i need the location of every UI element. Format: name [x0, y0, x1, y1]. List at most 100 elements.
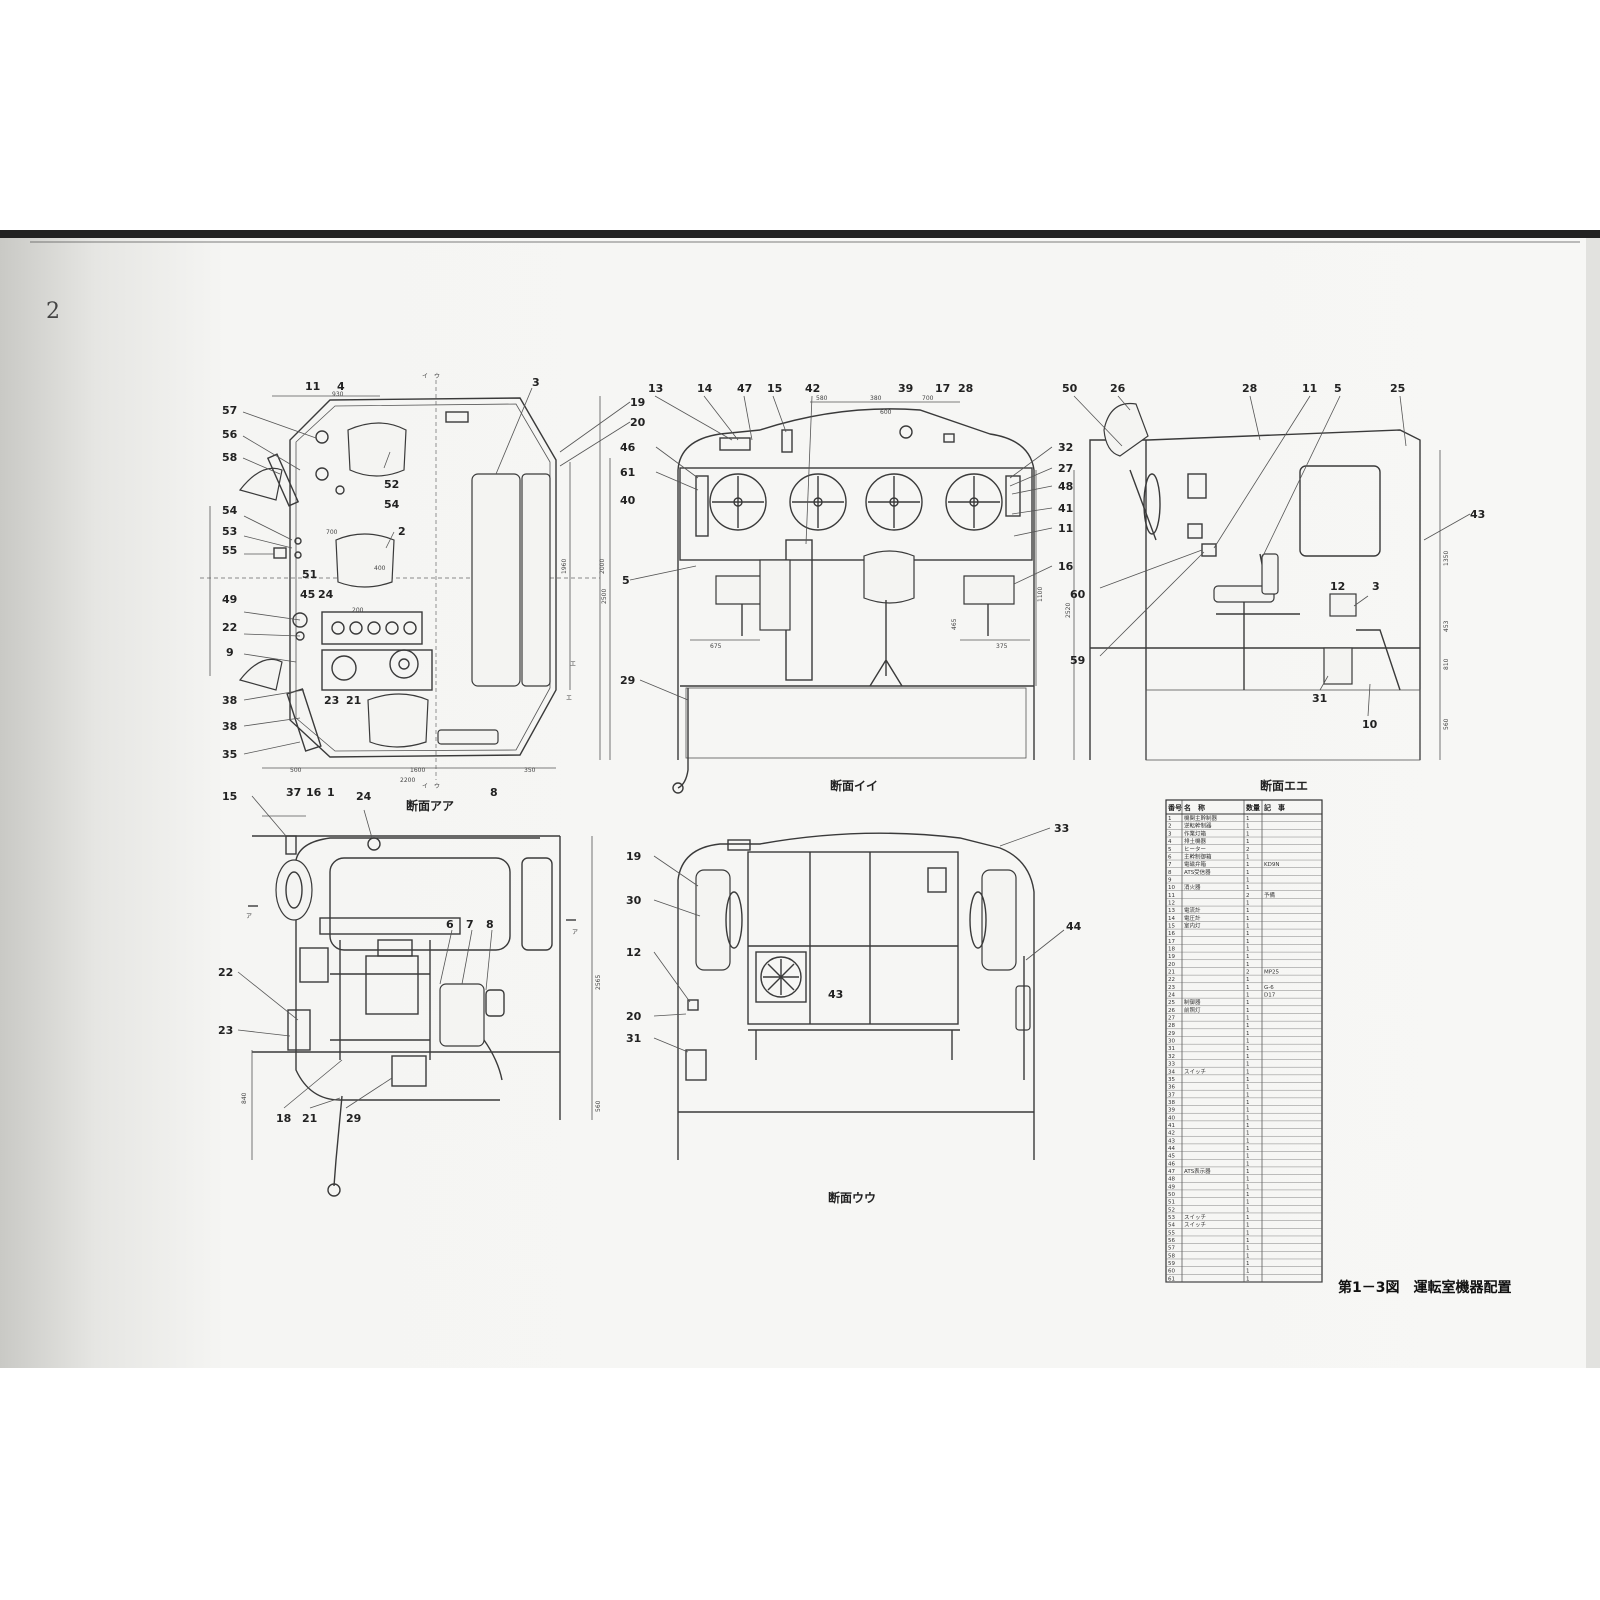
parts-table-cell: 1 [1246, 1184, 1250, 1190]
side-num-22: 22 [218, 966, 233, 979]
parts-table-cell: 2 [1246, 847, 1250, 853]
ii-window-wheel-4 [945, 473, 1003, 531]
section-aa-view: 11 4 3 19 20 57 56 58 52 54 54 53 55 2 5… [200, 372, 646, 813]
uu-num-19: 19 [626, 850, 641, 863]
cut-a-right: ア [572, 929, 578, 936]
parts-table-cell: 1 [1246, 1215, 1250, 1221]
parts-table-cell: ATS表示器 [1184, 1167, 1211, 1175]
ii-dim-580: 580 [816, 395, 828, 402]
side-num-6: 6 [446, 918, 454, 931]
parts-table-cell: 54 [1168, 1223, 1175, 1229]
side-num-24: 24 [356, 790, 372, 803]
parts-table-cell: 2 [1246, 970, 1250, 976]
parts-table-cell: 4 [1168, 839, 1172, 845]
parts-table-cell: 38 [1168, 1100, 1175, 1106]
ee-num-11: 11 [1302, 382, 1317, 395]
parts-table-cell: 35 [1168, 1077, 1175, 1083]
parts-table-cell: 3 [1168, 831, 1172, 837]
parts-table-cell: 室内灯 [1184, 921, 1201, 929]
parts-table-cell: 1 [1246, 908, 1250, 914]
parts-table-cell: 1 [1246, 885, 1250, 891]
cut-i-u-top: イ ウ [422, 372, 440, 380]
ee-num-31: 31 [1312, 692, 1327, 705]
parts-table-cell: 1 [1246, 946, 1250, 952]
aa-num-56: 56 [222, 428, 238, 441]
aa-num-20: 20 [630, 416, 646, 429]
parts-table-cell: 1 [1246, 839, 1250, 845]
parts-table-cell: 1 [1246, 1276, 1250, 1282]
parts-table-cell: 60 [1168, 1269, 1175, 1275]
parts-table-cell: 30 [1168, 1039, 1175, 1045]
parts-table-cell: 52 [1168, 1207, 1175, 1213]
parts-table-cell: 49 [1168, 1184, 1175, 1190]
parts-table-cell: 25 [1168, 1000, 1175, 1006]
aa-dim-350: 350 [524, 767, 536, 774]
ii-dim-675: 675 [710, 643, 722, 650]
parts-table-cell: 53 [1168, 1215, 1175, 1221]
parts-table-cell: 44 [1168, 1146, 1175, 1152]
parts-table-cell: 1 [1246, 870, 1250, 876]
aa-num-37: 37 [286, 786, 301, 799]
parts-table-cell: 1 [1246, 900, 1250, 906]
aa-num-23: 23 [324, 694, 339, 707]
section-ee-title: 断面エエ [1260, 778, 1308, 793]
parts-table-cell: 23 [1168, 985, 1175, 991]
parts-table-cell: 1 [1246, 1177, 1250, 1183]
parts-table-cell: スイッチ [1184, 1222, 1206, 1229]
parts-table-header: 記 事 [1264, 803, 1285, 812]
parts-table-cell: 29 [1168, 1031, 1175, 1037]
parts-table-header: 名 称 [1184, 803, 1205, 812]
ee-num-3: 3 [1372, 580, 1380, 593]
aa-dim-2200: 2200 [400, 777, 415, 784]
ii-num-27: 27 [1058, 462, 1073, 475]
parts-table-cell: 主幹制御箱 [1184, 852, 1212, 860]
ii-num-16: 16 [1058, 560, 1074, 573]
parts-table-cell: 1 [1246, 1253, 1250, 1259]
parts-table-cell: 1 [1246, 877, 1250, 883]
parts-table-cell: 1 [1246, 985, 1250, 991]
parts-table-cell: 作業灯箱 [1184, 829, 1207, 837]
parts-table-cell: 58 [1168, 1253, 1175, 1259]
cut-e-bottom: エ [566, 695, 572, 702]
aa-num-57: 57 [222, 404, 237, 417]
ii-num-29: 29 [620, 674, 635, 687]
parts-table-cell: 1 [1246, 939, 1250, 945]
section-uu-view: 33 19 30 12 20 31 43 44 断面ウウ [626, 822, 1082, 1205]
cut-a-left: ア [246, 913, 252, 920]
uu-num-12: 12 [626, 946, 641, 959]
aa-num-35: 35 [222, 748, 237, 761]
aa-num-19: 19 [630, 396, 645, 409]
figure-caption: 第1－3図 運転室機器配置 [1338, 1279, 1511, 1296]
parts-table-cell: 17 [1168, 939, 1175, 945]
aa-dim-2000: 2000 [599, 559, 606, 574]
parts-table-cell: 42 [1168, 1131, 1175, 1137]
ee-dim-810: 810 [1443, 658, 1450, 670]
ii-num-28: 28 [958, 382, 973, 395]
parts-table-cell: 1 [1246, 1023, 1250, 1029]
ee-num-25: 25 [1390, 382, 1405, 395]
parts-table-cell: 13 [1168, 908, 1175, 914]
parts-table-cell: 28 [1168, 1023, 1175, 1029]
parts-table-cell: 1 [1246, 1246, 1250, 1252]
aa-dim-700: 700 [326, 529, 338, 536]
parts-table-cell: 1 [1246, 1238, 1250, 1244]
parts-table-cell: 46 [1168, 1161, 1175, 1167]
parts-table-cell: 1 [1246, 977, 1250, 983]
parts-table-cell: 消火器 [1184, 883, 1201, 891]
parts-table-cell: 1 [1246, 1207, 1250, 1213]
parts-table-cell: 1 [1246, 1230, 1250, 1236]
aa-num-38b: 38 [222, 720, 237, 733]
parts-table-cell: 1 [1246, 816, 1250, 822]
parts-table-cell: スイッチ [1184, 1068, 1206, 1075]
parts-table-cell: 電磁弁箱 [1184, 860, 1207, 868]
parts-table-cell: 機関主幹制器 [1184, 814, 1218, 822]
aa-dim-1960: 1960 [561, 559, 568, 574]
ii-num-11: 11 [1058, 522, 1073, 535]
top-edge [0, 230, 1600, 238]
aa-num-24: 24 [318, 588, 334, 601]
parts-table-header: 数量 [1246, 803, 1260, 812]
parts-table-cell: 1 [1246, 1200, 1250, 1206]
aa-num-11: 11 [305, 380, 320, 393]
